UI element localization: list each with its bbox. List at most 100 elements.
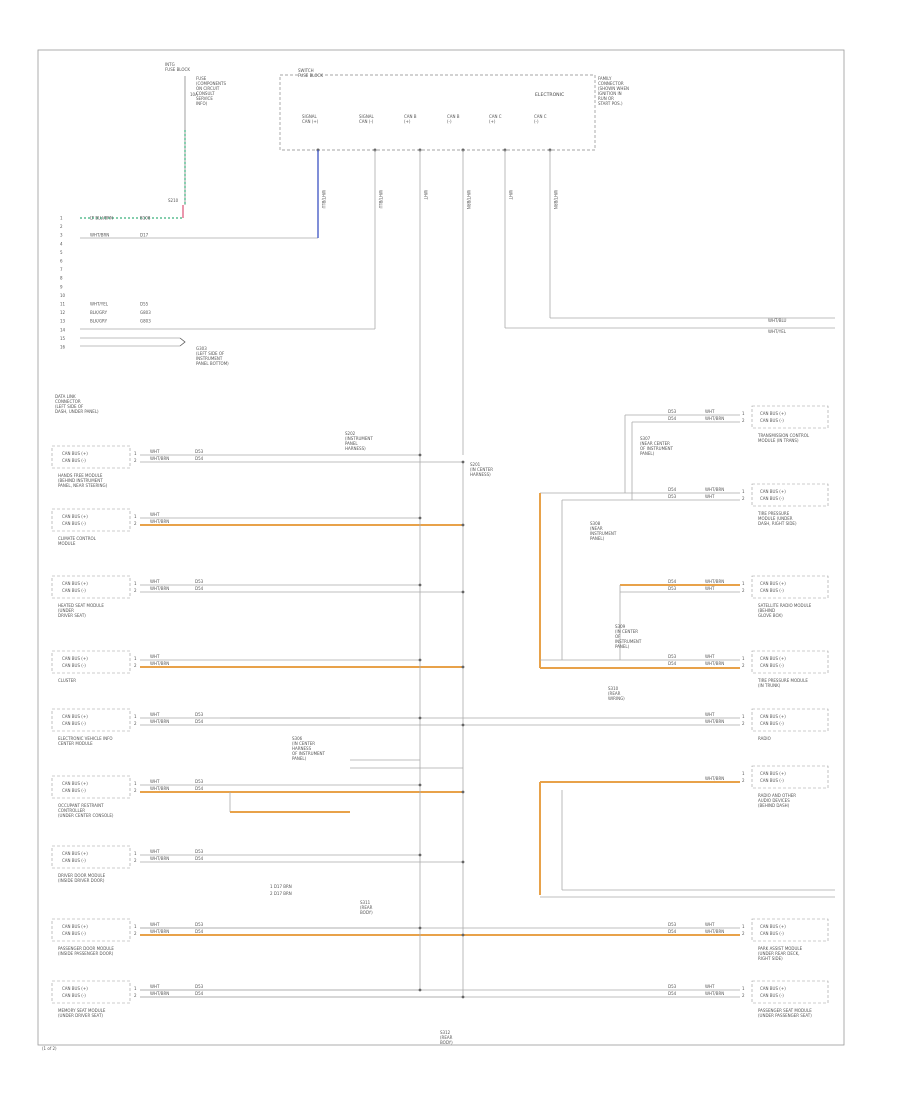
module-code: D54	[195, 991, 204, 996]
diagram-border	[37, 49, 845, 1046]
module-box	[51, 708, 131, 732]
splice-dot	[461, 460, 465, 464]
module-pin-label: CAN BUS (-)	[62, 588, 86, 593]
module-pin-label: CAN BUS (-)	[760, 496, 784, 501]
module-pin-no: 1	[134, 514, 137, 519]
right-module: CAN BUS (+)CAN BUS (-)12WHTWHT/BRND53D54…	[668, 405, 829, 443]
module-pin-no: 1	[134, 851, 137, 856]
module-wire: WHT	[705, 654, 715, 659]
splice-label: S210	[168, 198, 179, 203]
module-wire: WHT	[150, 449, 160, 454]
module-pin-no: 2	[742, 496, 745, 501]
splice-dot	[418, 716, 422, 720]
dlc-pin-no: 1	[60, 216, 63, 221]
module-wire: WHT	[705, 712, 715, 717]
module-pin-no: 1	[134, 781, 137, 786]
module-box	[751, 405, 829, 429]
left-module: CAN BUS (+)CAN BUS (-)12WHTWHT/BRND53D54…	[51, 445, 465, 488]
right-module: CAN BUS (+)CAN BUS (-)12WHT/BRNWHTD54D53…	[668, 575, 829, 618]
right-out-1: WHT/BLU	[768, 318, 787, 323]
bus-pin-label: CAN C(-)	[534, 114, 547, 124]
module-pin-label: CAN BUS (+)	[62, 781, 88, 786]
module-wire: WHT/BRN	[150, 856, 169, 861]
module-name: PASSENGER SEAT MODULE(UNDER PASSENGER SE…	[758, 1008, 812, 1018]
ground-symbol	[179, 337, 186, 347]
module-pin-no: 2	[134, 663, 137, 668]
module-pin-label: CAN BUS (+)	[62, 924, 88, 929]
module-code: D54	[668, 661, 677, 666]
module-pin-no: 2	[742, 778, 745, 783]
module-wire: WHT/BRN	[705, 579, 724, 584]
splice-dot	[461, 995, 465, 999]
module-pin-label: CAN BUS (+)	[760, 411, 786, 416]
module-wire: WHT/BRN	[705, 487, 724, 492]
dlc-row: 6	[60, 259, 63, 264]
module-wire: WHT/BRN	[705, 929, 724, 934]
dlc-row: 14	[60, 327, 66, 332]
module-pin-label: CAN BUS (+)	[760, 771, 786, 776]
module-wire: WHT/BRN	[705, 416, 724, 421]
module-code: D54	[668, 416, 677, 421]
bus-pin-label: CAN B(-)	[447, 114, 460, 124]
dlc-wire: WHT/YEL	[90, 302, 109, 307]
module-pin-no: 2	[742, 588, 745, 593]
module-pin-no: 2	[134, 721, 137, 726]
bus-pin-label: CAN C(+)	[489, 114, 502, 124]
module-wire: WHT	[150, 922, 160, 927]
module-pin-label: CAN BUS (-)	[62, 788, 86, 793]
module-pin-no: 2	[742, 418, 745, 423]
module-wire: WHT/BRN	[705, 776, 724, 781]
left-module: CAN BUS (+)CAN BUS (-)12WHTWHT/BRND53D54…	[51, 845, 465, 883]
module-pin-label: CAN BUS (-)	[760, 588, 784, 593]
module-pin-label: CAN BUS (-)	[62, 993, 86, 998]
dlc-row: 15	[60, 336, 66, 341]
left-module: CAN BUS (+)CAN BUS (-)12WHTWHT/BRNCLUSTE…	[51, 650, 465, 683]
module-pin-no: 2	[742, 721, 745, 726]
dlc-row: 4	[60, 241, 63, 246]
module-name: DRIVER DOOR MODULE(INSIDE DRIVER DOOR)	[58, 873, 106, 883]
module-pin-label: CAN BUS (+)	[760, 581, 786, 586]
module-pin-label: CAN BUS (-)	[760, 418, 784, 423]
module-box	[751, 918, 829, 942]
module-code: D54	[195, 786, 204, 791]
left-module: CAN BUS (+)CAN BUS (-)12WHTWHT/BRND53D54…	[51, 980, 465, 1018]
ignition-module-name: ELECTRONIC	[535, 92, 564, 98]
module-code: D53	[195, 712, 204, 717]
module-wire: WHT	[705, 409, 715, 414]
module-code: D54	[668, 579, 677, 584]
dlc-row: 8	[60, 276, 63, 281]
splice-dot	[461, 665, 465, 669]
module-pin-label: CAN BUS (-)	[62, 663, 86, 668]
dlc-row: 9	[60, 284, 63, 289]
module-wire: WHT	[150, 984, 160, 989]
module-pin-label: CAN BUS (+)	[760, 489, 786, 494]
module-pin-label: CAN BUS (-)	[62, 721, 86, 726]
module-name: PARK ASSIST MODULE(UNDER REAR DECK,RIGHT…	[758, 946, 803, 961]
module-pin-no: 1	[742, 986, 745, 991]
splice-dot	[418, 926, 422, 930]
module-wire: WHT	[150, 779, 160, 784]
module-pin-label: CAN BUS (-)	[760, 663, 784, 668]
module-code: D53	[195, 922, 204, 927]
splice-dot	[418, 988, 422, 992]
bus-pin-wire: WHT	[508, 190, 513, 200]
dlc-row: 10	[60, 293, 66, 298]
bus-pin-wire: WHT	[423, 190, 428, 200]
module-wire: WHT	[150, 512, 160, 517]
module-wire: WHT	[150, 712, 160, 717]
module-code: D53	[195, 984, 204, 989]
